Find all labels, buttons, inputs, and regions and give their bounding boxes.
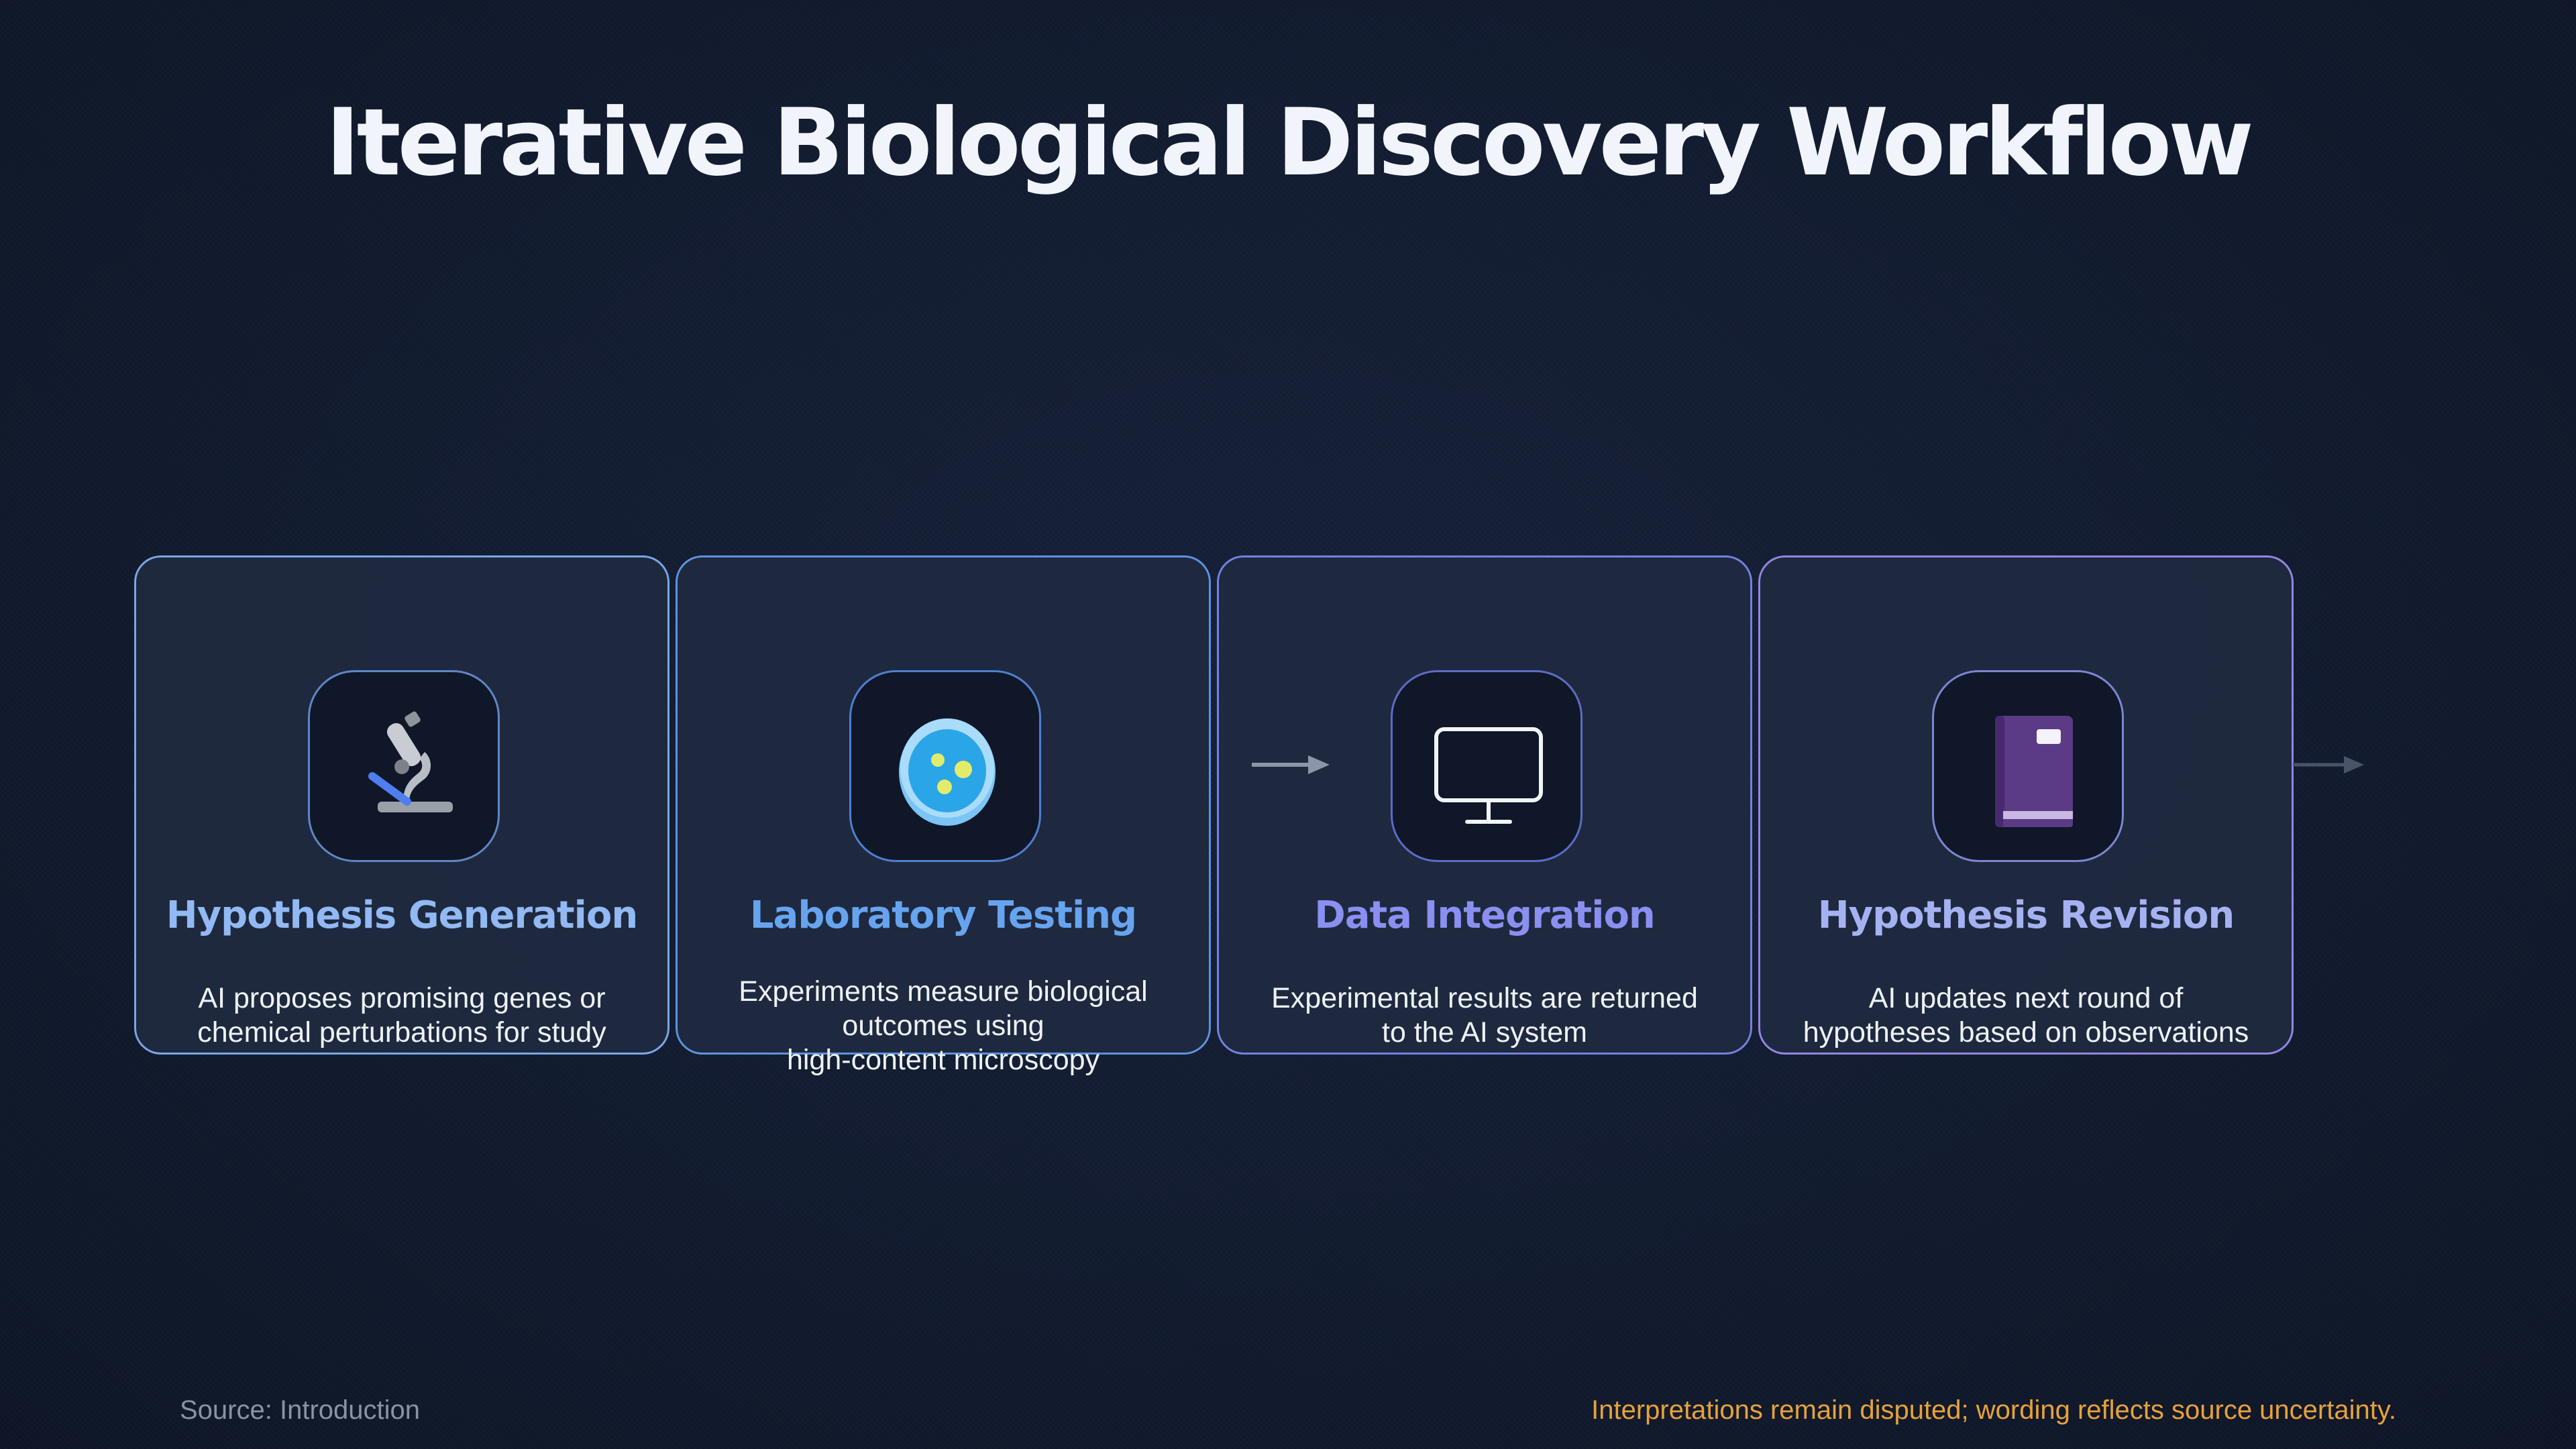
step-card-data-integration: Data Integration Experimental results ar… bbox=[1217, 555, 1752, 1055]
step-description: AI updates next round of hypotheses base… bbox=[1760, 981, 2292, 1050]
notebook-icon bbox=[1995, 716, 2073, 827]
step-title: Data Integration bbox=[1314, 894, 1656, 937]
description-line: chemical perturbations for study bbox=[197, 1016, 606, 1049]
microscope-icon bbox=[368, 711, 453, 812]
step-icon-container bbox=[1391, 670, 1582, 862]
uncertainty-note: Interpretations remain disputed; wording… bbox=[1591, 1395, 2396, 1425]
description-line: outcomes using bbox=[842, 1010, 1044, 1042]
description-line: high-content microscopy bbox=[786, 1044, 1100, 1076]
step-card-hypothesis-generation: Hypothesis Generation AI proposes promis… bbox=[134, 555, 669, 1055]
step-icon-container bbox=[1932, 670, 2124, 862]
step-description: Experimental results are returned to the… bbox=[1219, 981, 1750, 1050]
monitor-icon bbox=[1434, 727, 1543, 824]
step-description: Experiments measure biological outcomes … bbox=[678, 975, 1209, 1077]
petri-dish-icon bbox=[899, 718, 996, 826]
step-title: Laboratory Testing bbox=[749, 894, 1137, 937]
step-description: AI proposes promising genes or chemical … bbox=[136, 981, 667, 1050]
source-caption: Source: Introduction bbox=[180, 1395, 420, 1425]
description-line: AI updates next round of bbox=[1868, 982, 2184, 1014]
description-line: Experiments measure biological bbox=[739, 975, 1148, 1008]
arrow-right-icon bbox=[1252, 755, 1330, 774]
page-title: Iterative Biological Discovery Workflow bbox=[325, 89, 2254, 197]
step-title: Hypothesis Generation bbox=[166, 894, 638, 937]
description-line: Experimental results are returned bbox=[1271, 982, 1698, 1014]
description-line: AI proposes promising genes or bbox=[198, 982, 606, 1014]
description-line: hypotheses based on observations bbox=[1803, 1016, 2249, 1049]
step-card-laboratory-testing: Laboratory Testing Experiments measure b… bbox=[676, 555, 1211, 1076]
arrow-right-icon bbox=[2293, 756, 2364, 773]
step-icon-container bbox=[308, 670, 500, 862]
description-line: to the AI system bbox=[1382, 1016, 1587, 1049]
step-title: Hypothesis Revision bbox=[1817, 894, 2235, 937]
step-card-hypothesis-revision: Hypothesis Revision AI updates next roun… bbox=[1758, 555, 2294, 1055]
step-icon-container bbox=[849, 670, 1041, 862]
